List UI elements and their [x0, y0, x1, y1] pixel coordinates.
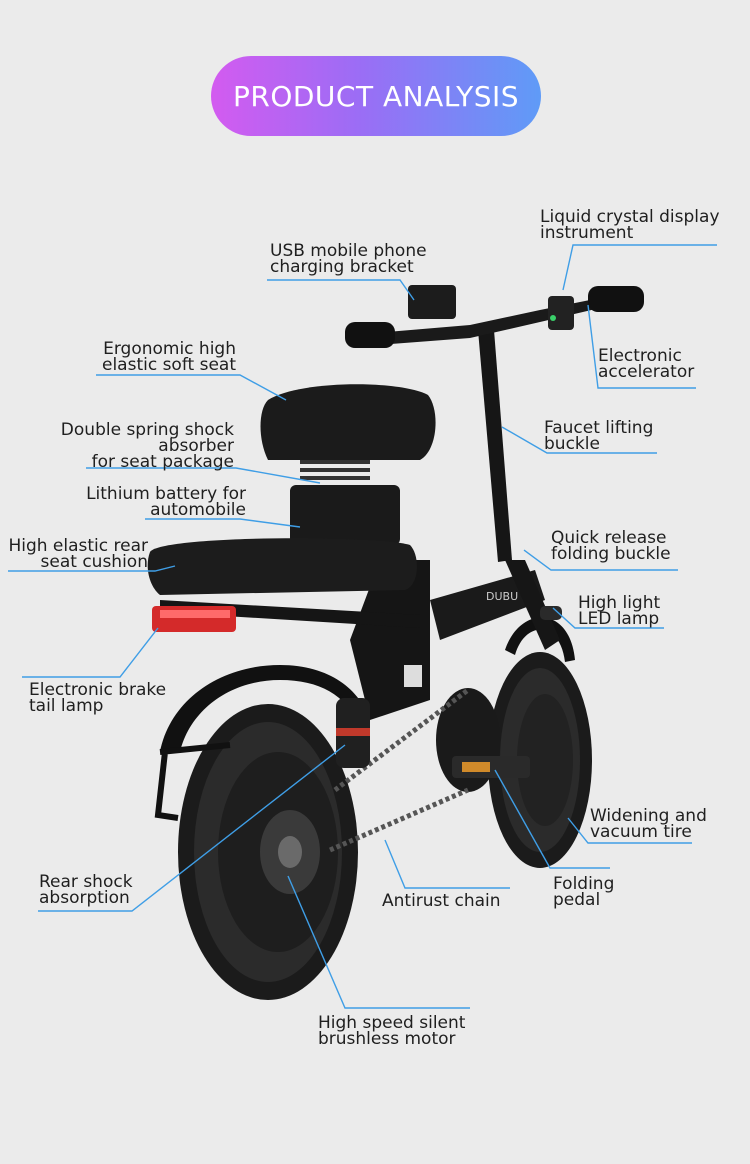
leader-led — [552, 607, 664, 629]
callout-seat-line1: Ergonomic high — [103, 339, 236, 359]
callout-faucet-line2: buckle — [544, 434, 600, 454]
left-grip — [345, 322, 395, 348]
callout-rear-cushion-line1: High elastic rear — [8, 536, 148, 556]
leader-motor — [287, 875, 470, 1009]
leader-seat — [96, 374, 287, 401]
callout-pedal: Folding pedal — [553, 874, 615, 910]
leader-pedal — [494, 769, 610, 869]
callout-chain-line1: Antirust chain — [382, 891, 501, 911]
front-seat — [260, 384, 436, 460]
callout-rear-shock-line2: absorption — [39, 888, 130, 908]
title-banner: PRODUCT ANALYSIS — [211, 56, 541, 136]
callout-usb: USB mobile phone charging bracket — [270, 241, 427, 277]
front-mudguard — [505, 617, 575, 662]
leader-spring — [86, 467, 321, 484]
right-grip — [588, 286, 644, 312]
front-wheel — [488, 652, 592, 868]
callout-lcd: Liquid crystal display instrument — [540, 207, 720, 243]
tail-lamp — [152, 606, 236, 632]
callout-tire-line2: vacuum tire — [590, 822, 692, 842]
callout-battery-line1: Lithium battery for — [86, 484, 246, 504]
callout-quick-release: Quick release folding buckle — [551, 528, 671, 564]
callout-tire-line1: Widening and — [590, 806, 707, 826]
leader-rear-shock — [38, 744, 346, 912]
pedal-reflector — [462, 762, 490, 772]
callout-pedal-line2: pedal — [553, 890, 601, 910]
leader-battery — [145, 518, 301, 528]
leader-tire — [567, 817, 692, 844]
frame-brand: DUBU — [486, 590, 518, 603]
lcd-display — [548, 296, 574, 330]
leader-quick-release — [523, 549, 678, 571]
frame-label — [404, 665, 422, 687]
front-fork — [505, 560, 560, 650]
callout-battery: Lithium battery for automobile — [70, 484, 246, 520]
tail-lamp-glow — [160, 610, 230, 618]
callout-battery-line2: automobile — [150, 500, 246, 520]
callout-motor-line1: High speed silent — [318, 1013, 466, 1033]
callout-spring-line2: absorber — [158, 436, 234, 456]
top-frame — [430, 570, 545, 640]
callout-rear-shock-line1: Rear shock — [39, 872, 133, 892]
callout-rear-cushion-line2: seat cushion — [40, 552, 148, 572]
leader-lines — [8, 244, 717, 1009]
callout-lcd-line1: Liquid crystal display — [540, 207, 720, 227]
callout-quick-release-line1: Quick release — [551, 528, 667, 548]
leader-rear-cushion — [8, 565, 176, 572]
pedal — [452, 756, 530, 778]
rear-shock-accent — [336, 728, 370, 736]
callout-spring: Double spring shock absorber for seat pa… — [50, 420, 234, 472]
callout-motor: High speed silent brushless motor — [318, 1013, 466, 1049]
callout-led-line2: LED lamp — [578, 609, 660, 629]
leader-tail-lamp — [22, 627, 159, 678]
callout-spring-line3: for seat package — [91, 452, 234, 472]
callout-tire: Widening and vacuum tire — [590, 806, 707, 842]
callout-accelerator: Electronic accelerator — [598, 346, 695, 382]
display-led — [550, 315, 556, 321]
callout-pedal-line1: Folding — [553, 874, 615, 894]
rear-seat — [147, 538, 417, 595]
rear-mudguard — [160, 665, 370, 752]
callout-usb-line1: USB mobile phone — [270, 241, 427, 261]
leader-accelerator — [587, 304, 696, 389]
callout-led: High light LED lamp — [578, 593, 661, 629]
callout-rear-shock: Rear shock absorption — [39, 872, 133, 908]
leader-lcd — [562, 244, 717, 291]
leader-faucet — [501, 426, 657, 454]
callout-accelerator-line2: accelerator — [598, 362, 695, 382]
callout-tail-lamp: Electronic brake tail lamp — [29, 680, 167, 716]
rear-stand — [154, 742, 231, 821]
handlebar — [352, 298, 600, 347]
callout-accelerator-line1: Electronic — [598, 346, 682, 366]
callout-tail-lamp-line2: tail lamp — [29, 696, 104, 716]
leader-chain — [384, 839, 510, 889]
callout-usb-line2: charging bracket — [270, 257, 414, 277]
stem — [478, 330, 512, 562]
battery-box — [290, 485, 400, 545]
callout-chain: Antirust chain — [382, 891, 501, 911]
callout-faucet: Faucet lifting buckle — [544, 418, 654, 454]
callout-faucet-line1: Faucet lifting — [544, 418, 654, 438]
callout-spring-line1: Double spring shock — [60, 420, 234, 440]
led-lamp — [540, 606, 562, 620]
leader-usb — [267, 279, 415, 301]
callout-seat-line2: elastic soft seat — [101, 355, 236, 375]
callout-rear-cushion: High elastic rear seat cushion — [6, 536, 148, 572]
callout-lcd-line2: instrument — [540, 223, 634, 243]
page-title: PRODUCT ANALYSIS — [232, 79, 520, 113]
callout-seat: Ergonomic high elastic soft seat — [96, 339, 236, 375]
seat-spring — [300, 460, 370, 480]
callout-tail-lamp-line1: Electronic brake — [29, 680, 167, 700]
phone-holder — [408, 285, 456, 319]
callout-motor-line2: brushless motor — [318, 1029, 456, 1049]
callout-led-line1: High light — [578, 593, 661, 613]
callout-quick-release-line2: folding buckle — [551, 544, 671, 564]
